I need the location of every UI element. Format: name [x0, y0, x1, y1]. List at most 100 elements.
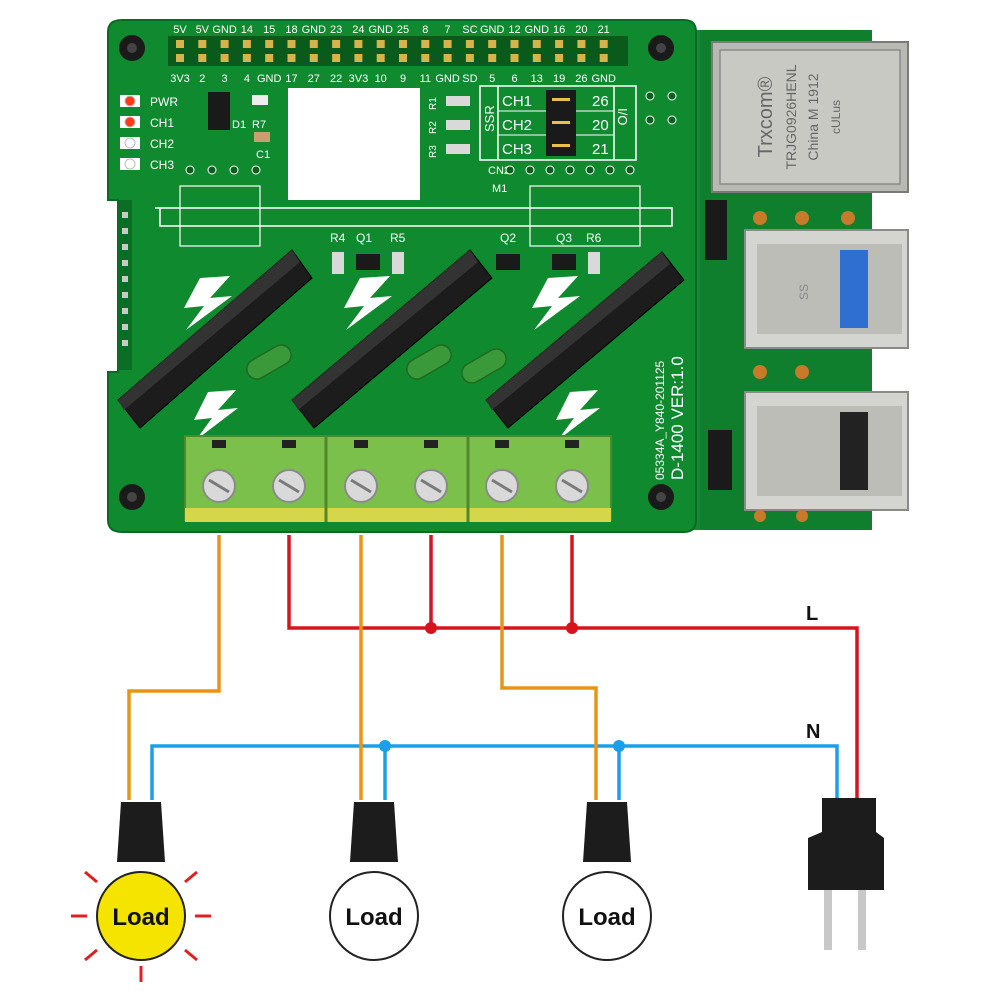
- board-model: D-1400 VER:1.0: [668, 356, 687, 480]
- light-ray: [184, 870, 198, 884]
- header-top-label: GND: [212, 24, 237, 36]
- header-bottom-label: 22: [330, 73, 342, 85]
- header-bottom-label: 3: [222, 73, 228, 85]
- ssr-channel: CH2: [502, 117, 532, 134]
- bulb-glass: [96, 871, 186, 961]
- label-r6: R6: [586, 231, 602, 245]
- usb3-port: SS: [744, 229, 909, 349]
- header-bottom-label: GND: [435, 73, 460, 85]
- header-top-label: GND: [302, 24, 327, 36]
- header-top-label: 12: [508, 24, 520, 36]
- label-r7: R7: [252, 119, 266, 131]
- header-bottom-label: 5: [489, 73, 495, 85]
- load-label: Load: [345, 904, 402, 931]
- ssr-gpio: 21: [592, 141, 609, 158]
- led-label: PWR: [150, 95, 178, 109]
- led-indicator: [124, 158, 136, 170]
- header-bottom-label: 4: [244, 73, 250, 85]
- label-r5: R5: [390, 231, 406, 245]
- label-q3: Q3: [556, 231, 572, 245]
- load-label: Load: [112, 904, 169, 931]
- header-top-label: GND: [525, 24, 550, 36]
- label-r1: R1: [428, 97, 439, 110]
- ethernet-model: TRJG0926HENL: [783, 64, 799, 169]
- header-bottom-label: 26: [575, 73, 587, 85]
- wiring: [127, 535, 859, 800]
- header-bottom-label: SD: [462, 73, 477, 85]
- led-label: CH3: [150, 158, 174, 172]
- load-bulb: Load: [71, 802, 211, 982]
- load-bulb: Load: [562, 802, 652, 961]
- label-q2: Q2: [500, 231, 516, 245]
- ethernet-mark: cULus: [829, 100, 843, 134]
- load-wire-1: [127, 535, 221, 800]
- header-top-label: 25: [397, 24, 409, 36]
- header-top-label: 5V: [173, 24, 187, 36]
- ssr-title: SSR: [482, 105, 497, 132]
- header-bottom-label: 6: [511, 73, 517, 85]
- header-top-label: 8: [422, 24, 428, 36]
- light-ray: [84, 870, 98, 884]
- ssr-relay-1: [117, 249, 313, 429]
- ssr-gpio: 20: [592, 117, 609, 134]
- label-r4: R4: [330, 231, 346, 245]
- label-r3: R3: [428, 145, 439, 158]
- neutral-wire: [150, 744, 839, 800]
- power-plug: [808, 798, 884, 950]
- label-c1: C1: [256, 149, 270, 161]
- ethernet-port: Trxcom® TRJG0926HENL China M 1912 cULus: [711, 41, 909, 193]
- header-top-label: 23: [330, 24, 342, 36]
- label-q1: Q1: [356, 231, 372, 245]
- label-r2: R2: [428, 121, 439, 134]
- label-sticker: [288, 88, 420, 200]
- header-top-label: 5V: [196, 24, 210, 36]
- led-indicator: [124, 95, 136, 107]
- raspberry-pi-board: Trxcom® TRJG0926HENL China M 1912 cULus …: [650, 30, 909, 530]
- header-top-label: 18: [285, 24, 297, 36]
- header-bottom-label: 2: [199, 73, 205, 85]
- bulb-glass: [329, 871, 419, 961]
- header-top-label: 21: [598, 24, 610, 36]
- light-ray: [84, 948, 98, 962]
- bulb-glass: [562, 871, 652, 961]
- header-bottom-label: 3V3: [349, 73, 369, 85]
- header-top-label: 16: [553, 24, 565, 36]
- label-cn2: CN2: [488, 165, 510, 177]
- header-top-label: 24: [352, 24, 364, 36]
- usb2-port: [744, 391, 909, 511]
- label-m1: M1: [492, 183, 507, 195]
- header-bottom-label: 9: [400, 73, 406, 85]
- load-bulb: Load: [329, 802, 419, 961]
- led-label: CH2: [150, 137, 174, 151]
- loads: Load Load Load: [71, 802, 652, 982]
- ssr-channel: CH1: [502, 93, 532, 110]
- ssr-channel: CH3: [502, 141, 532, 158]
- load-label: Load: [578, 904, 635, 931]
- led-indicator: [124, 137, 136, 149]
- board-date: 05334A_Y840-201125: [653, 360, 667, 480]
- io-title: I/O: [615, 108, 630, 125]
- ic-chip: [208, 92, 230, 130]
- light-ray: [184, 948, 198, 962]
- ssr-gpio: 26: [592, 93, 609, 110]
- header-bottom-label: 10: [375, 73, 387, 85]
- ssr-relay-3: [485, 251, 685, 429]
- led-label: CH1: [150, 116, 174, 130]
- ethernet-brand: Trxcom®: [755, 76, 777, 157]
- screw-terminal-block: [184, 435, 612, 522]
- header-bottom-label: 27: [308, 73, 320, 85]
- neutral-label: N: [806, 721, 820, 743]
- header-top-label: GND: [368, 24, 393, 36]
- ethernet-origin: China M 1912: [805, 73, 821, 160]
- usb3-label: SS: [797, 284, 811, 300]
- live-label: L: [806, 603, 818, 625]
- label-d1: D1: [232, 119, 246, 131]
- header-top-label: SC: [462, 24, 477, 36]
- header-top-label: GND: [480, 24, 505, 36]
- header-bottom-label: 13: [531, 73, 543, 85]
